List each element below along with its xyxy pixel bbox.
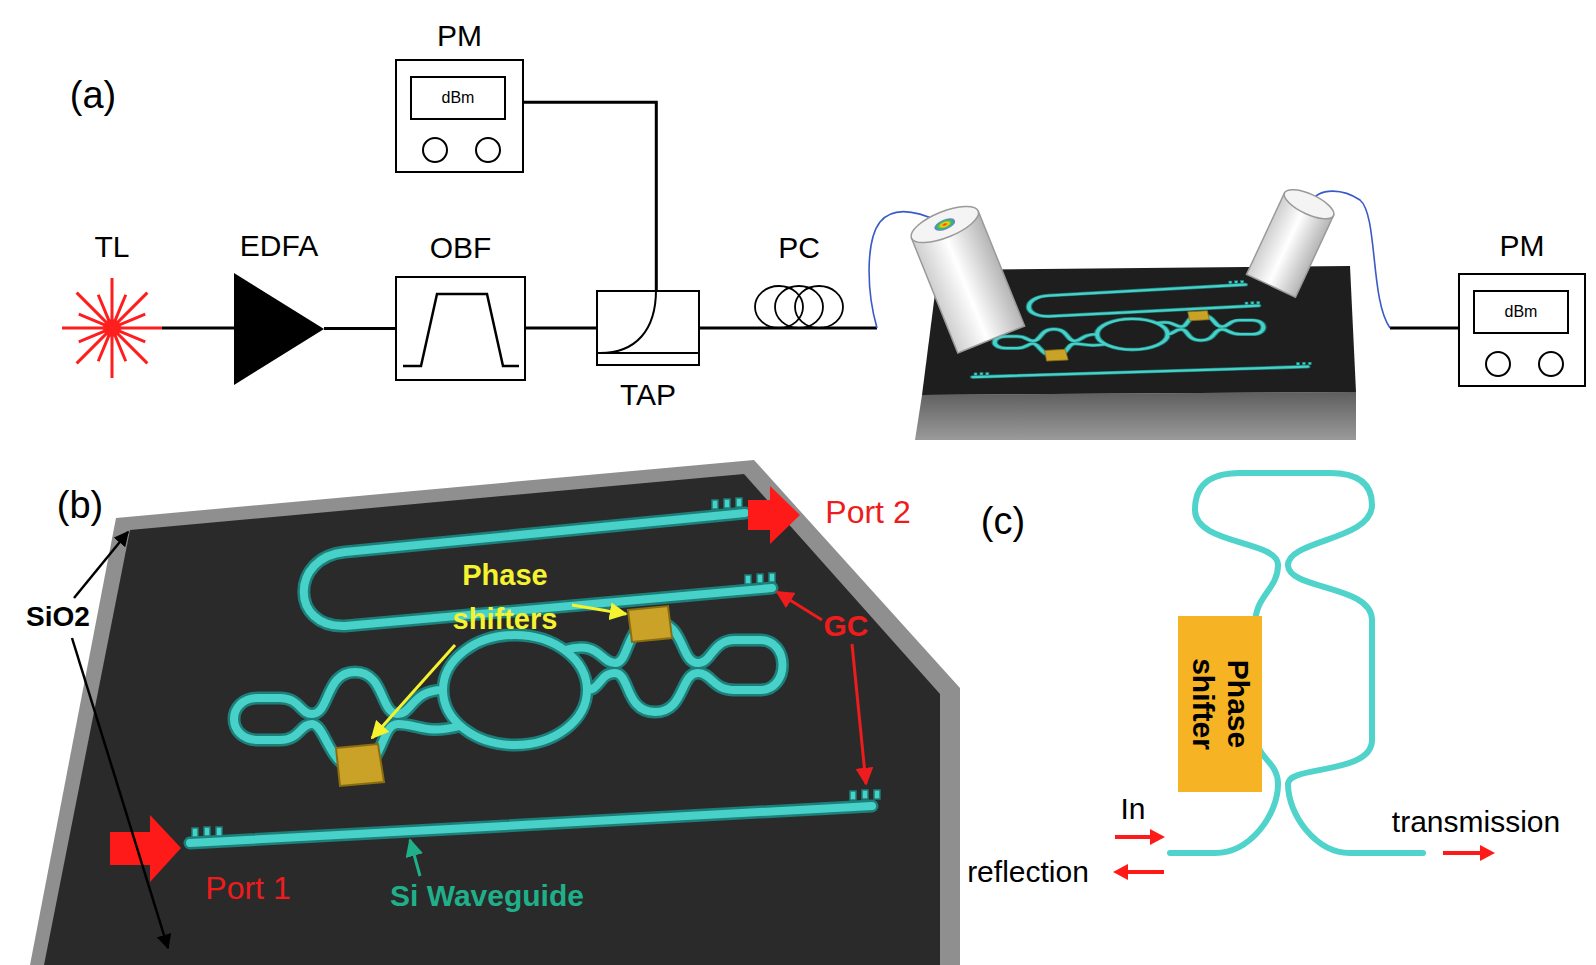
leader-line [852, 644, 866, 784]
device-label: EDFA [240, 229, 318, 264]
chip-3d-part [190, 498, 880, 843]
fiber-connector [524, 102, 656, 290]
display-unit: dBm [442, 89, 475, 107]
callout-label: Si Waveguide [390, 879, 584, 914]
device-label: TL [94, 230, 129, 265]
phase-shifter-box: Phase shifter [1178, 616, 1262, 792]
port-label: Port 2 [825, 494, 910, 531]
bandpass-filter: OBF [395, 276, 526, 381]
callout-label: GC [824, 609, 869, 644]
laser-source: TL [62, 278, 162, 378]
passband-curve [403, 294, 519, 366]
laser-ray [119, 314, 145, 325]
display-unit: dBm [1505, 303, 1538, 321]
bandpass-filter-symbol [395, 276, 526, 381]
polarization-controller: PC [753, 283, 845, 373]
fiber-connector [162, 327, 234, 330]
polarization-controller-symbol [753, 283, 845, 373]
device-label: OBF [430, 231, 492, 266]
laser-source-symbol [62, 278, 162, 378]
laser-ray [79, 331, 105, 342]
laser-ray [120, 327, 162, 330]
knob [1486, 352, 1510, 376]
chip-photo-part [915, 392, 1356, 440]
laser-ray [111, 278, 114, 320]
signal-arrow-part [1115, 835, 1152, 839]
fiber-line [1390, 327, 1458, 330]
leader-line [572, 605, 626, 614]
amplifier-symbol: EDFA [234, 273, 324, 385]
leader-line [777, 592, 822, 620]
leader-line [410, 840, 420, 876]
fiber-coil [775, 286, 823, 328]
fiber-connector [324, 327, 395, 330]
display-screen: dBm [1473, 290, 1569, 334]
panel-letter: (b) [57, 484, 103, 528]
signal-arrow-part [1443, 851, 1482, 855]
device-label: PM [437, 19, 482, 54]
signal-arrow-part [1480, 845, 1495, 861]
laser-ray [115, 335, 126, 361]
fiber-holder [907, 199, 1025, 353]
laser-ray [62, 327, 104, 330]
display-screen: dBm [410, 76, 506, 120]
knob [1539, 352, 1563, 376]
fiber-connector [526, 327, 596, 330]
fiber-holder [1247, 184, 1338, 297]
coupler-curve [600, 290, 656, 353]
chip-3d-part [44, 474, 940, 965]
signal-label: transmission [1392, 805, 1560, 840]
fiber-connector [700, 327, 753, 330]
fiber-holder-part [933, 216, 957, 234]
signal-arrow-part [1113, 864, 1128, 880]
knob [476, 138, 500, 162]
fiber-holder-part [907, 199, 983, 250]
device-label: PC [778, 231, 820, 266]
laser-core [103, 319, 121, 337]
callout-label: Phase shifters [425, 554, 585, 641]
port-label: Port 1 [205, 870, 290, 907]
signal-label: In [1120, 792, 1145, 827]
fiber-holder-part [1280, 184, 1337, 225]
knob [423, 138, 447, 162]
waveguide-schematic-part [1170, 784, 1278, 853]
chip-3d-part [30, 460, 960, 965]
panel-letter: (a) [70, 74, 116, 118]
amplifier-symbol-symbol [234, 273, 324, 385]
laser-ray [111, 336, 114, 378]
laser-ray [98, 295, 109, 321]
signal-label: reflection [967, 855, 1089, 890]
device-label: PM [1500, 229, 1545, 264]
tap-coupler-symbol [596, 290, 700, 366]
leader-line [372, 645, 455, 738]
waveguide-schematic-part [1288, 565, 1372, 784]
waveguide-schematic [1170, 473, 1423, 853]
material-label: SiO2 [26, 601, 90, 633]
amplifier-triangle [234, 273, 324, 385]
phase-shifter-text: Phase shifter [1186, 629, 1255, 779]
waveguide-schematic-part [1195, 473, 1372, 565]
leader-line [72, 638, 168, 948]
port-arrow [748, 486, 800, 544]
signal-arrow-part [1126, 870, 1164, 874]
power-meter: PMdBm [1458, 273, 1586, 387]
leader-line [74, 532, 128, 598]
chip-photo-part [973, 280, 1311, 377]
power-meter: PMdBm [395, 59, 524, 173]
panel-letter: (c) [981, 500, 1025, 544]
tap-coupler: TAP [596, 290, 700, 366]
fiber-coil [795, 286, 843, 328]
chip-3d [30, 460, 960, 965]
device-label: TAP [620, 378, 676, 413]
signal-arrow-part [1150, 829, 1165, 845]
